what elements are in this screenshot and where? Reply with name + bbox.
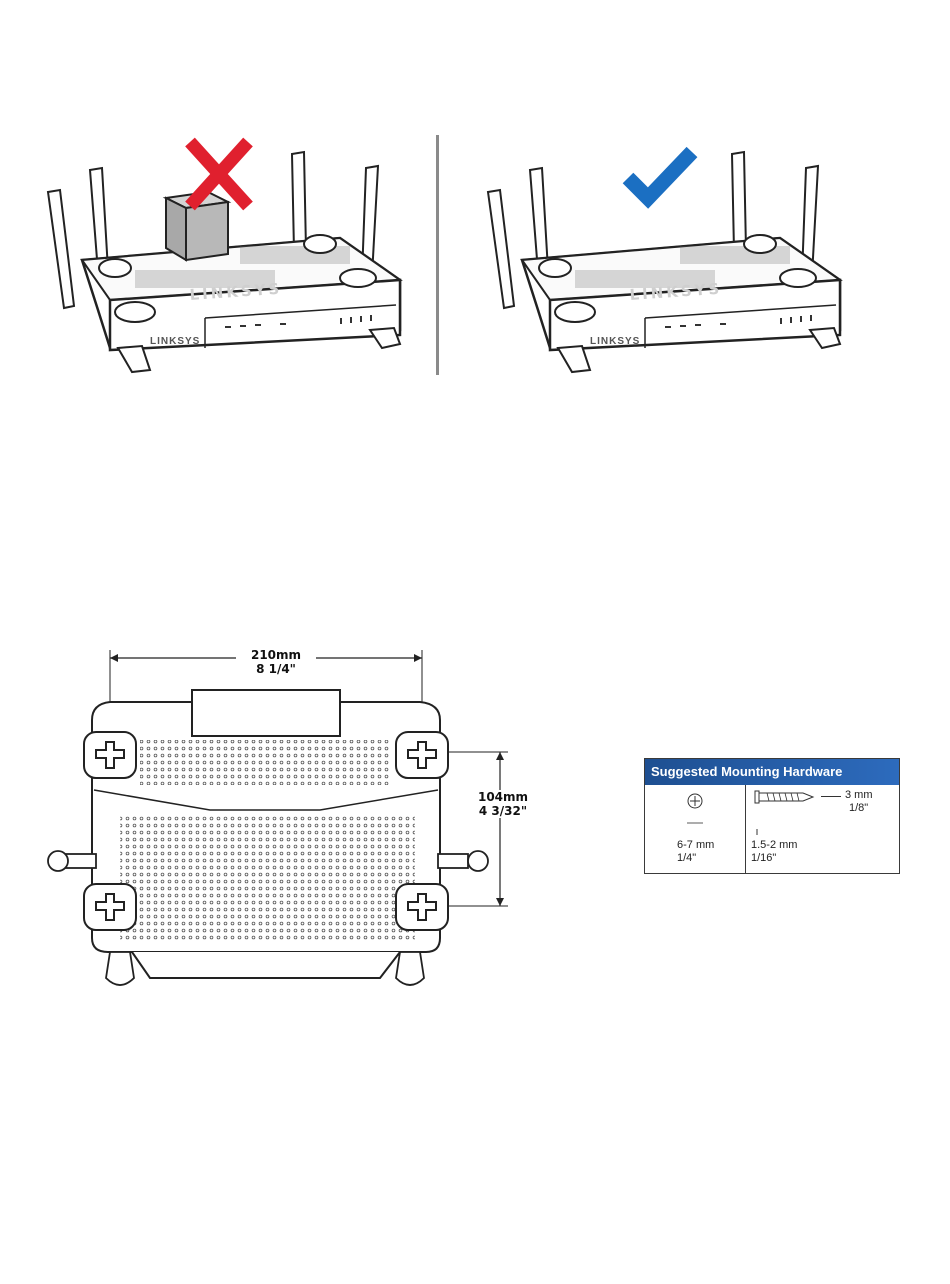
mounting-hardware-table: Suggested Mounting Hardware 6-7 mm 1/4" …	[644, 758, 900, 874]
width-in: 8 1/4"	[236, 662, 316, 676]
width-dimension-label: 210mm 8 1/4"	[236, 648, 316, 676]
router-front-logo: LINKSYS	[150, 336, 200, 347]
router-front-logo: LINKSYS	[590, 336, 640, 347]
screw-head-size: 6-7 mm 1/4"	[677, 839, 714, 865]
router-correct-image: LINKSYS LINKSYS	[480, 130, 880, 385]
connector-icon	[438, 854, 468, 868]
hardware-table-title: Suggested Mounting Hardware	[645, 759, 899, 785]
router-with-box-illustration: LINKSYS LINKSYS	[40, 130, 440, 385]
panel-divider	[436, 135, 439, 375]
antenna-icon	[90, 168, 108, 272]
screw-shank-size: 1.5-2 mm 1/16"	[751, 839, 797, 865]
mounting-diagram	[40, 640, 510, 1000]
screw-length: 3 mm 1/8"	[845, 789, 873, 815]
height-in: 4 3/32"	[468, 804, 538, 818]
antenna-icon	[48, 190, 74, 308]
antenna-icon	[488, 190, 514, 308]
router-clear-illustration: LINKSYS LINKSYS	[480, 130, 880, 385]
checkmark-icon	[628, 152, 692, 198]
height-mm: 104mm	[468, 790, 538, 804]
connector-icon	[396, 952, 424, 985]
router-wrong-image: LINKSYS LINKSYS	[40, 130, 440, 385]
height-dimension-label: 104mm 4 3/32"	[468, 790, 538, 818]
antenna-icon	[732, 152, 746, 251]
connector-icon	[66, 854, 96, 868]
antenna-icon	[292, 152, 306, 251]
width-mm: 210mm	[236, 648, 316, 662]
screw-head-icon	[683, 791, 707, 829]
connector-icon	[106, 952, 134, 985]
screw-side-icon	[753, 789, 823, 837]
antenna-icon	[530, 168, 548, 272]
